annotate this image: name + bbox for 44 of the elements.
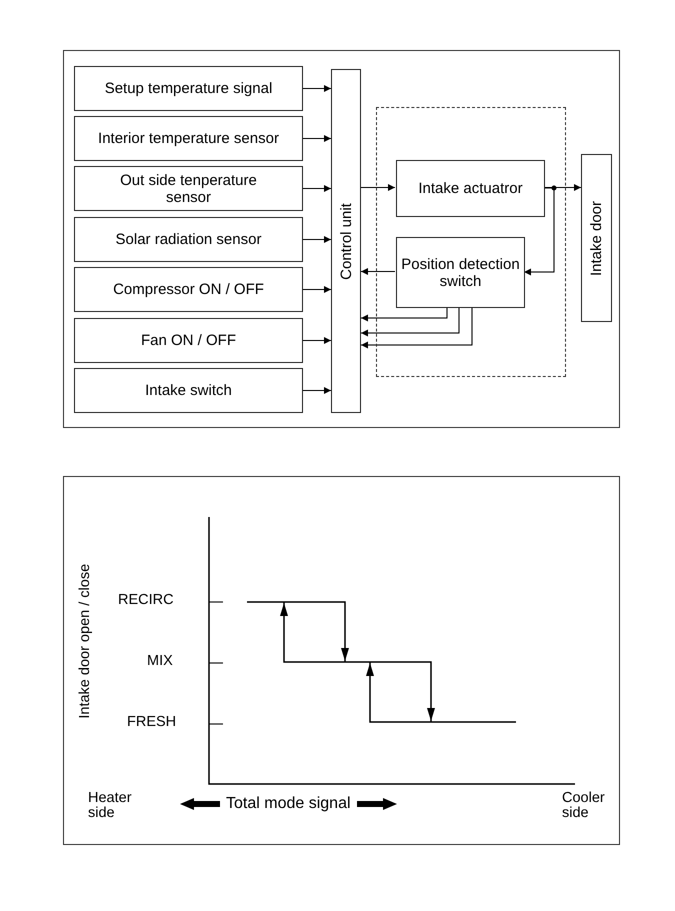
tick-label: RECIRC — [118, 593, 174, 608]
arrow — [524, 188, 554, 276]
arrow — [360, 184, 396, 191]
axis-title: Intake door open / close — [78, 564, 92, 718]
arrow — [302, 185, 332, 192]
block-label: Control unit — [338, 202, 354, 280]
process-box — [74, 166, 303, 211]
arrow — [360, 306, 472, 348]
arrow — [302, 85, 332, 92]
vertical-block — [581, 154, 612, 322]
arrow — [302, 337, 332, 344]
block-label: Intake actuatror — [417, 180, 524, 197]
arrow — [360, 268, 396, 275]
block-label: Position detection switch — [400, 256, 521, 290]
arrow — [302, 387, 332, 394]
block-label: Out side tenperature sensor — [119, 172, 258, 206]
arrow — [302, 135, 332, 142]
arrow — [544, 184, 582, 191]
block-label: Solar radiation sensor — [114, 231, 262, 248]
process-box — [396, 160, 545, 217]
block-label: Intake switch — [144, 382, 233, 399]
block-label: Interior temperature sensor — [97, 130, 280, 147]
axis-title: Total mode signal — [226, 796, 351, 812]
process-box — [74, 217, 303, 262]
dashed-group-box — [376, 107, 566, 377]
arrow — [302, 286, 332, 293]
axis-label: Cooler side — [562, 791, 606, 821]
process-box — [396, 237, 525, 308]
block-label: Fan ON / OFF — [140, 332, 237, 349]
block-label: Setup temperature signal — [104, 80, 274, 97]
process-box — [74, 267, 303, 312]
arrow — [360, 306, 448, 322]
tick-label: MIX — [147, 654, 173, 668]
block-label: Compressor ON / OFF — [112, 281, 265, 298]
axis-label: Heater side — [88, 791, 133, 821]
process-box — [74, 116, 303, 161]
arrow — [360, 306, 460, 336]
vertical-block — [331, 69, 361, 413]
process-box — [74, 368, 303, 413]
tick-label: FRESH — [127, 715, 176, 730]
process-box — [74, 318, 303, 363]
block-label: Intake door — [589, 200, 604, 276]
process-box — [74, 66, 303, 111]
arrow — [302, 236, 332, 243]
